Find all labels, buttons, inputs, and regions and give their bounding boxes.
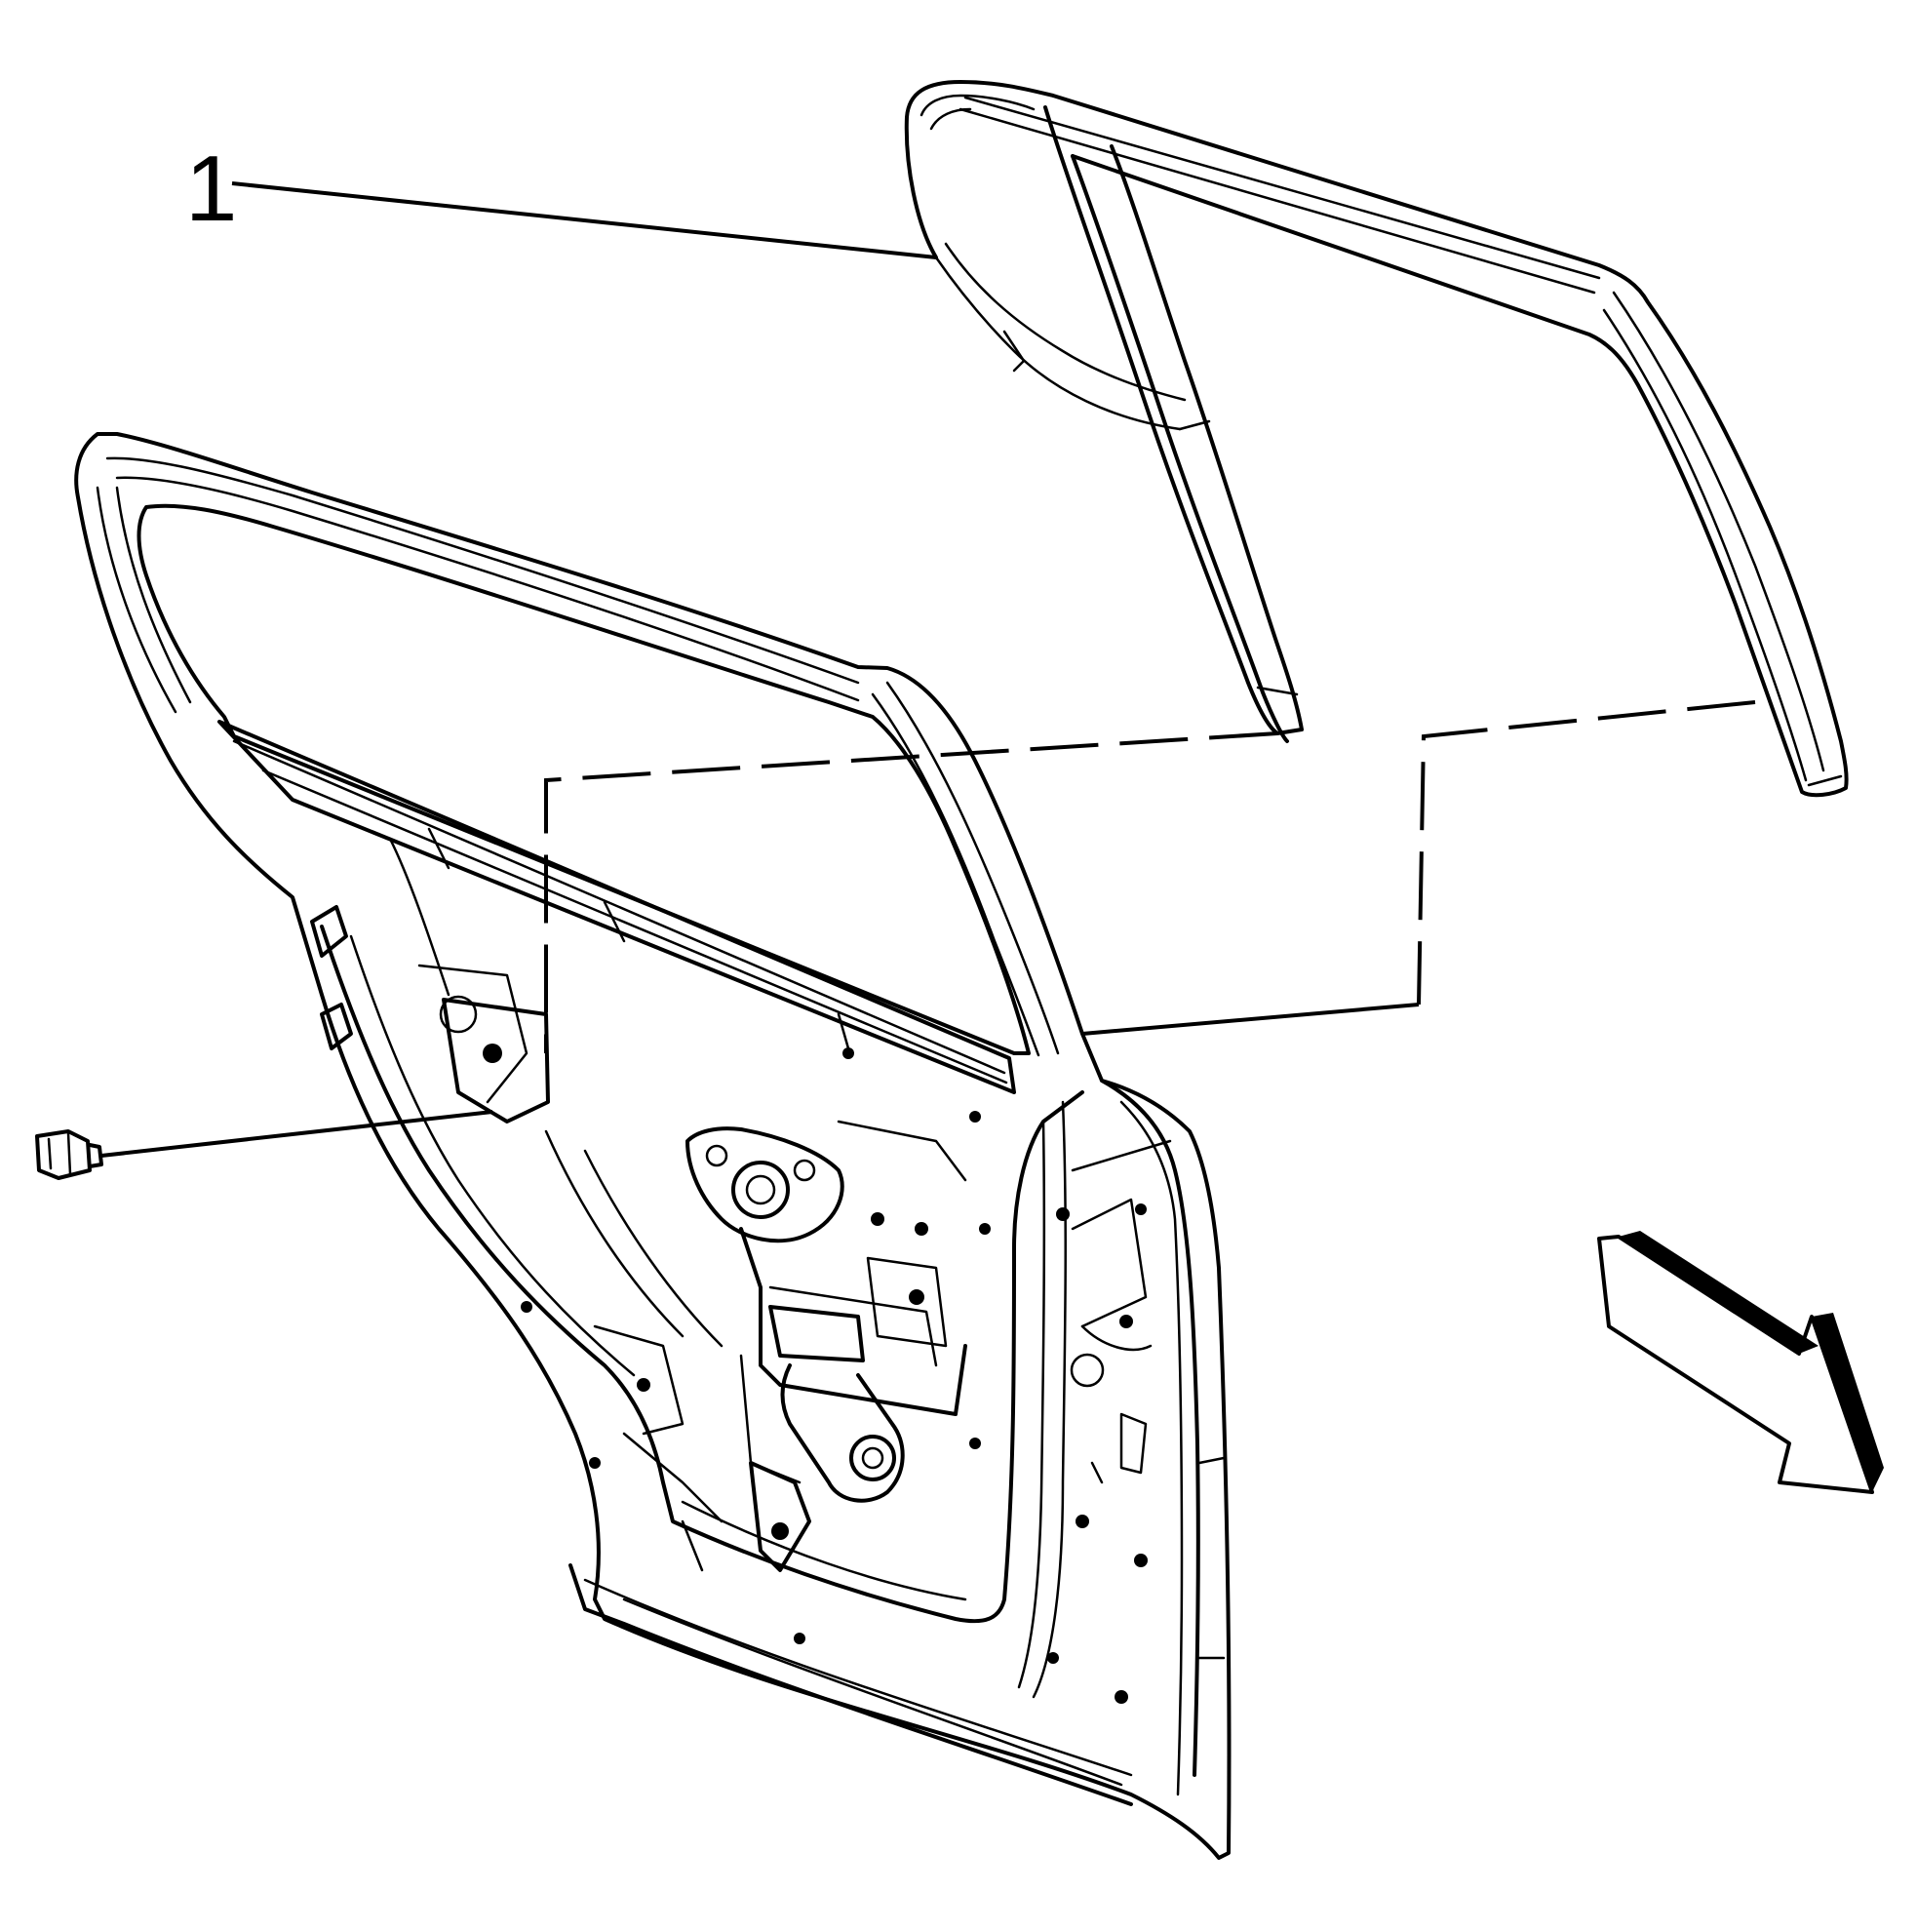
callout-1-label: 1: [185, 137, 237, 241]
bolt-icon: [35, 1110, 493, 1180]
window-weatherstrip: [904, 80, 1849, 798]
alignment-line-front: [544, 731, 1278, 1053]
alignment-line-rear: [1417, 700, 1756, 1005]
callout-1-leader: [231, 181, 937, 259]
rear-door-inner-panel: [74, 432, 1232, 1860]
forward-arrow-icon: [1597, 1231, 1884, 1494]
